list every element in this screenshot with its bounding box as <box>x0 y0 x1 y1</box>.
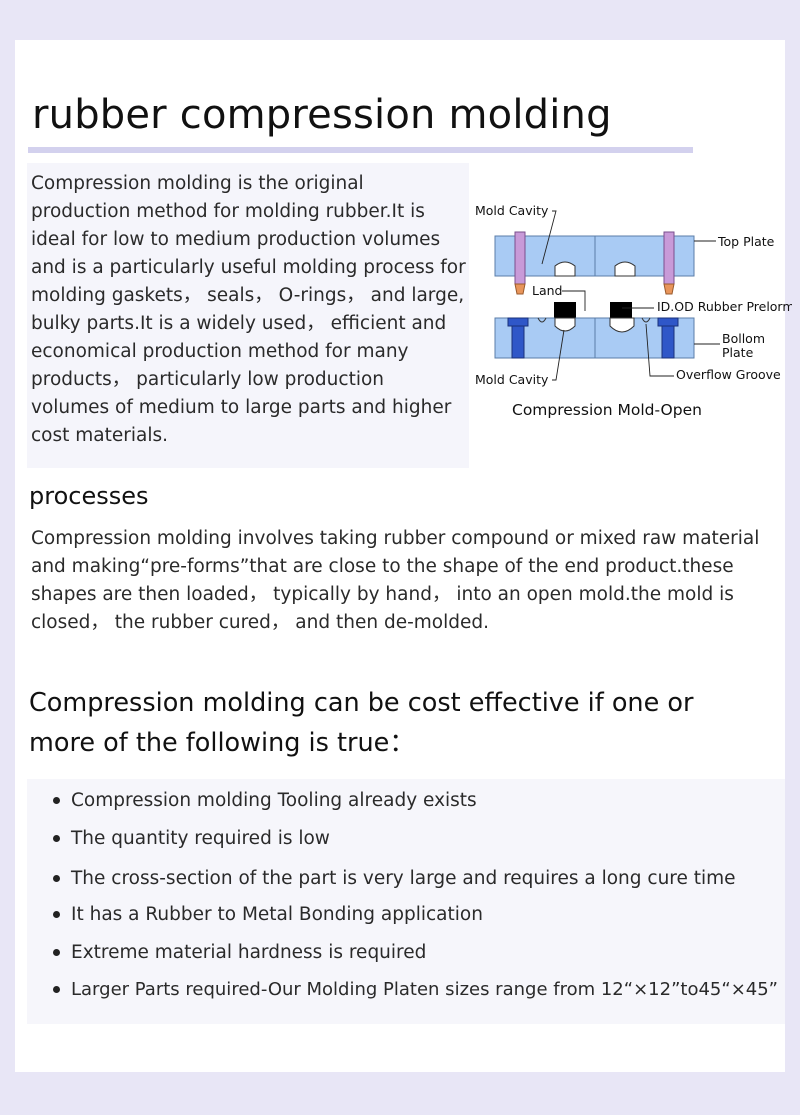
conditions-list: Compression molding Tooling already exis… <box>50 785 780 1010</box>
title-underline <box>28 147 693 153</box>
page-title: rubber compression molding <box>32 92 612 138</box>
top-pin-left-tip <box>514 283 526 295</box>
label-top-plate: Top Plate <box>717 234 775 249</box>
list-item: It has a Rubber to Metal Bonding applica… <box>50 899 780 937</box>
top-cavity-left <box>554 261 576 277</box>
leader-overflow-groove <box>645 323 674 377</box>
leader-mold-cavity-top <box>541 210 557 265</box>
label-mold-cavity-top: Mold Cavity <box>475 203 549 218</box>
top-pin-right-tip <box>663 283 675 295</box>
cost-effective-heading: Compression molding can be cost effectiv… <box>29 688 694 758</box>
conditions-panel <box>27 779 785 1024</box>
processes-heading: processes <box>29 482 149 510</box>
bottom-pin-right-head <box>657 317 679 327</box>
label-preform: ID.OD Rubber Prelorm <box>657 299 792 314</box>
intro-paragraph: Compression molding is the original prod… <box>31 173 466 446</box>
list-item: The cross-section of the part is very la… <box>50 863 780 899</box>
intro-panel <box>27 163 469 468</box>
label-mold-cavity-bottom: Mold Cavity <box>475 372 549 387</box>
processes-paragraph: Compression molding involves taking rubb… <box>31 528 760 633</box>
top-pin-left-shaft <box>514 231 526 285</box>
leader-land <box>562 290 586 311</box>
label-overflow-groove: Overflow Groove <box>676 367 781 382</box>
overflow-groove-right <box>641 317 651 323</box>
list-item: Larger Parts required-Our Molding Platen… <box>50 974 780 1010</box>
label-land: Land <box>532 283 562 298</box>
list-item: Compression molding Tooling already exis… <box>50 785 780 823</box>
label-bottom-plate-2: Plate <box>722 345 754 360</box>
top-cavity-right <box>614 261 636 277</box>
top-pin-right-shaft <box>663 231 675 285</box>
overflow-groove-left <box>537 317 547 323</box>
diagram-caption: Compression Mold-Open <box>512 401 702 419</box>
bottom-cavity-left <box>554 317 576 332</box>
list-item: Extreme material hardness is required <box>50 937 780 974</box>
bottom-cavity-right <box>609 317 635 333</box>
compression-mold-diagram: Mold Cavity Top Plate Land ID.OD Rubber … <box>475 203 792 419</box>
leader-mold-cavity-bottom <box>552 329 565 381</box>
list-item: The quantity required is low <box>50 823 780 863</box>
label-bottom-plate-1: Bollom <box>722 331 765 346</box>
bottom-pin-left-head <box>507 317 529 327</box>
